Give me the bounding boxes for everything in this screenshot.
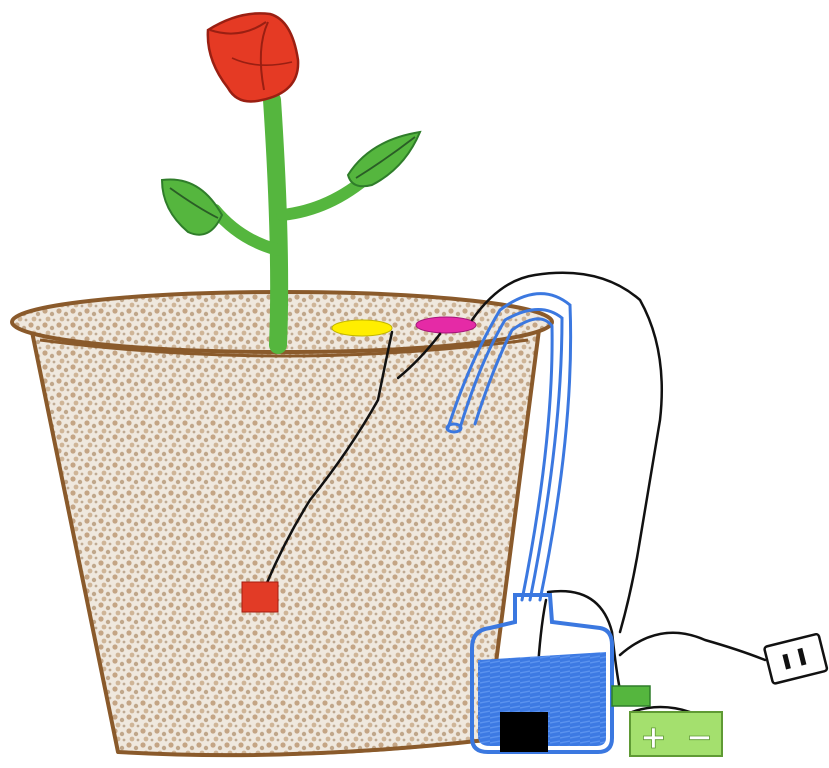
- battery-minus-label: −: [686, 718, 713, 756]
- rose-flower-icon: [208, 13, 298, 101]
- plant-stem: [272, 100, 279, 345]
- wall-outlet-icon: [764, 634, 828, 684]
- magenta-sensor: [416, 317, 476, 333]
- wire-outlet-cable: [620, 633, 765, 660]
- battery-icon: + −: [612, 686, 722, 756]
- left-branch: [215, 210, 278, 250]
- battery-plus-label: +: [640, 718, 667, 756]
- yellow-sensor: [332, 320, 392, 336]
- pump-icon: [500, 712, 548, 752]
- red-sensor: [242, 582, 278, 612]
- battery-terminal: [612, 686, 650, 706]
